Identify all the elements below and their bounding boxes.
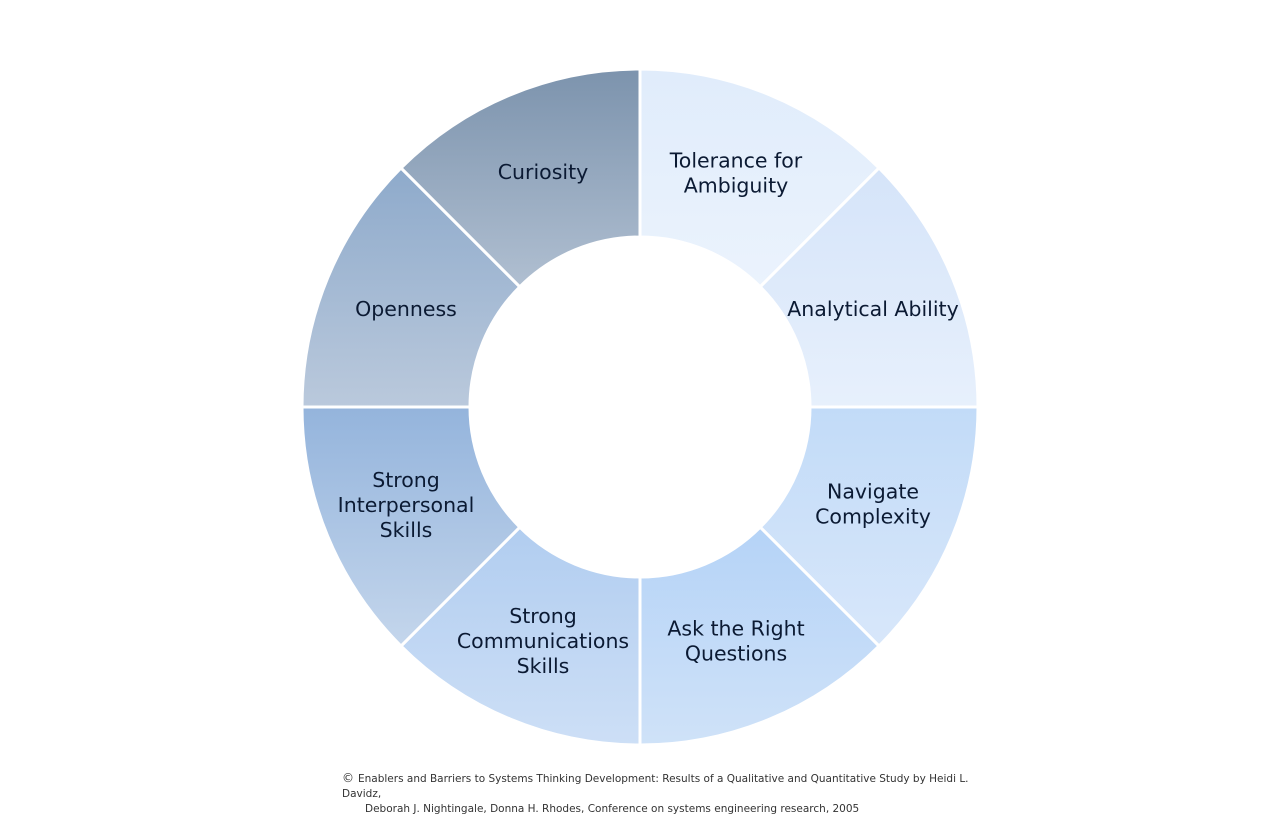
segment-analytical-ability bbox=[758, 166, 980, 409]
segment-tolerance-for-ambiguity bbox=[638, 67, 881, 289]
segment-label-curiosity: Curiosity bbox=[498, 160, 589, 184]
segment-strong-interpersonal-skills bbox=[300, 405, 522, 648]
segment-label-line: Interpersonal bbox=[338, 493, 475, 517]
segment-label-line: Complexity bbox=[815, 505, 931, 529]
segment-label-line: Analytical Ability bbox=[787, 297, 958, 321]
segment-label-line: Strong bbox=[509, 604, 577, 628]
segment-ask-the-right-questions bbox=[638, 525, 881, 747]
segment-label-line: Navigate bbox=[827, 480, 919, 504]
segment-strong-communications-skills bbox=[399, 525, 642, 747]
segment-label-line: Curiosity bbox=[498, 160, 589, 184]
copyright-symbol: © bbox=[342, 771, 354, 785]
segment-label-line: Tolerance for bbox=[669, 149, 803, 173]
citation-line-1: Enablers and Barriers to Systems Thinkin… bbox=[342, 773, 969, 800]
segment-label-line: Skills bbox=[380, 518, 433, 542]
segment-label-line: Questions bbox=[685, 642, 787, 666]
segment-curiosity bbox=[399, 67, 642, 289]
segment-label-line: Openness bbox=[355, 297, 457, 321]
segment-openness bbox=[300, 166, 522, 409]
segment-label-line: Ask the Right bbox=[667, 617, 804, 641]
segment-label-line: Communications bbox=[457, 629, 629, 653]
segment-label-line: Ambiguity bbox=[684, 174, 789, 198]
segment-label-analytical-ability: Analytical Ability bbox=[787, 297, 958, 321]
segment-navigate-complexity bbox=[758, 405, 980, 648]
source-citation: ©Enablers and Barriers to Systems Thinki… bbox=[342, 771, 982, 817]
segment-label-line: Strong bbox=[372, 468, 440, 492]
segment-label-line: Skills bbox=[517, 654, 570, 678]
citation-line-2: Deborah J. Nightingale, Donna H. Rhodes,… bbox=[365, 803, 860, 815]
segment-label-openness: Openness bbox=[355, 297, 457, 321]
